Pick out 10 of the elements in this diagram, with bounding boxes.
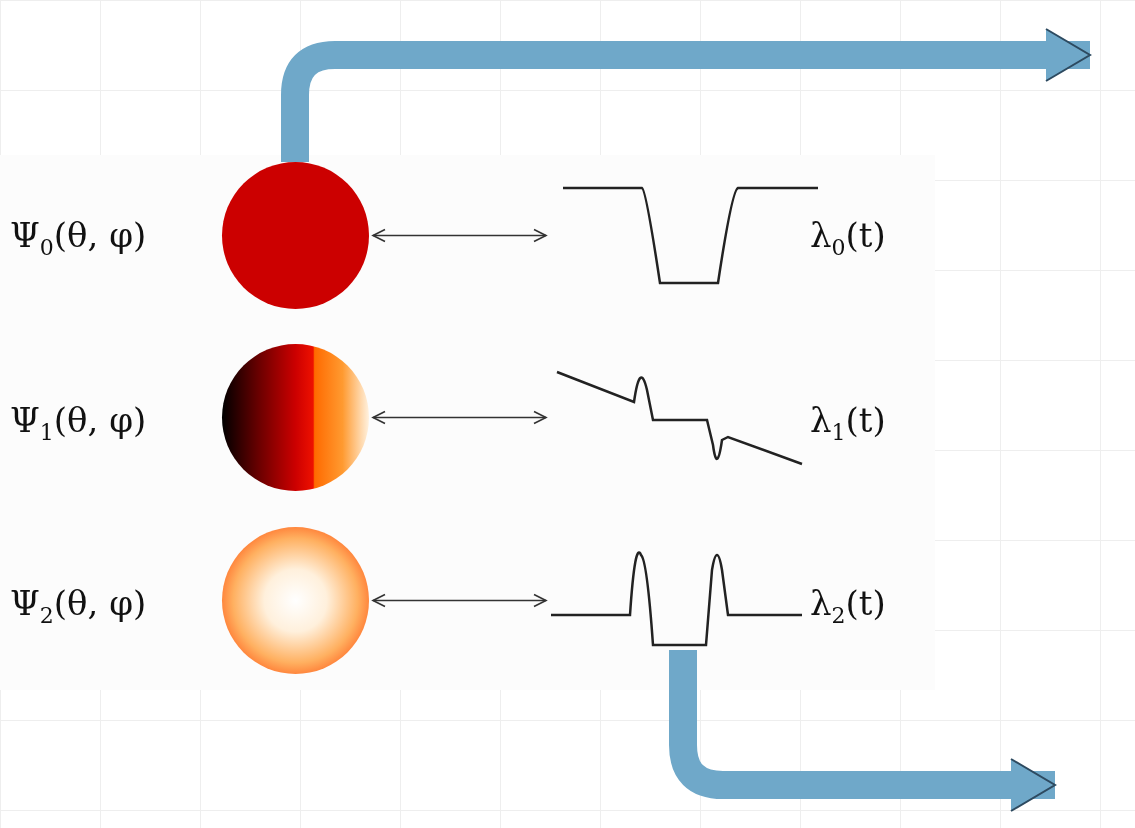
double-arrow: [372, 593, 547, 608]
flow-arrow: [669, 650, 1056, 812]
function-label: λ$_{2}$(t): [810, 583, 886, 630]
double-arrow: [372, 228, 547, 243]
function-label: Ψ$_{2}$(θ, φ): [10, 583, 147, 630]
function-label: λ$_{0}$(t): [810, 215, 886, 262]
function-label: Ψ$_{1}$(θ, φ): [10, 400, 147, 447]
function-label: Ψ$_{0}$(θ, φ): [10, 215, 147, 262]
function-label: λ$_{1}$(t): [810, 400, 886, 447]
double-arrow: [372, 410, 547, 425]
